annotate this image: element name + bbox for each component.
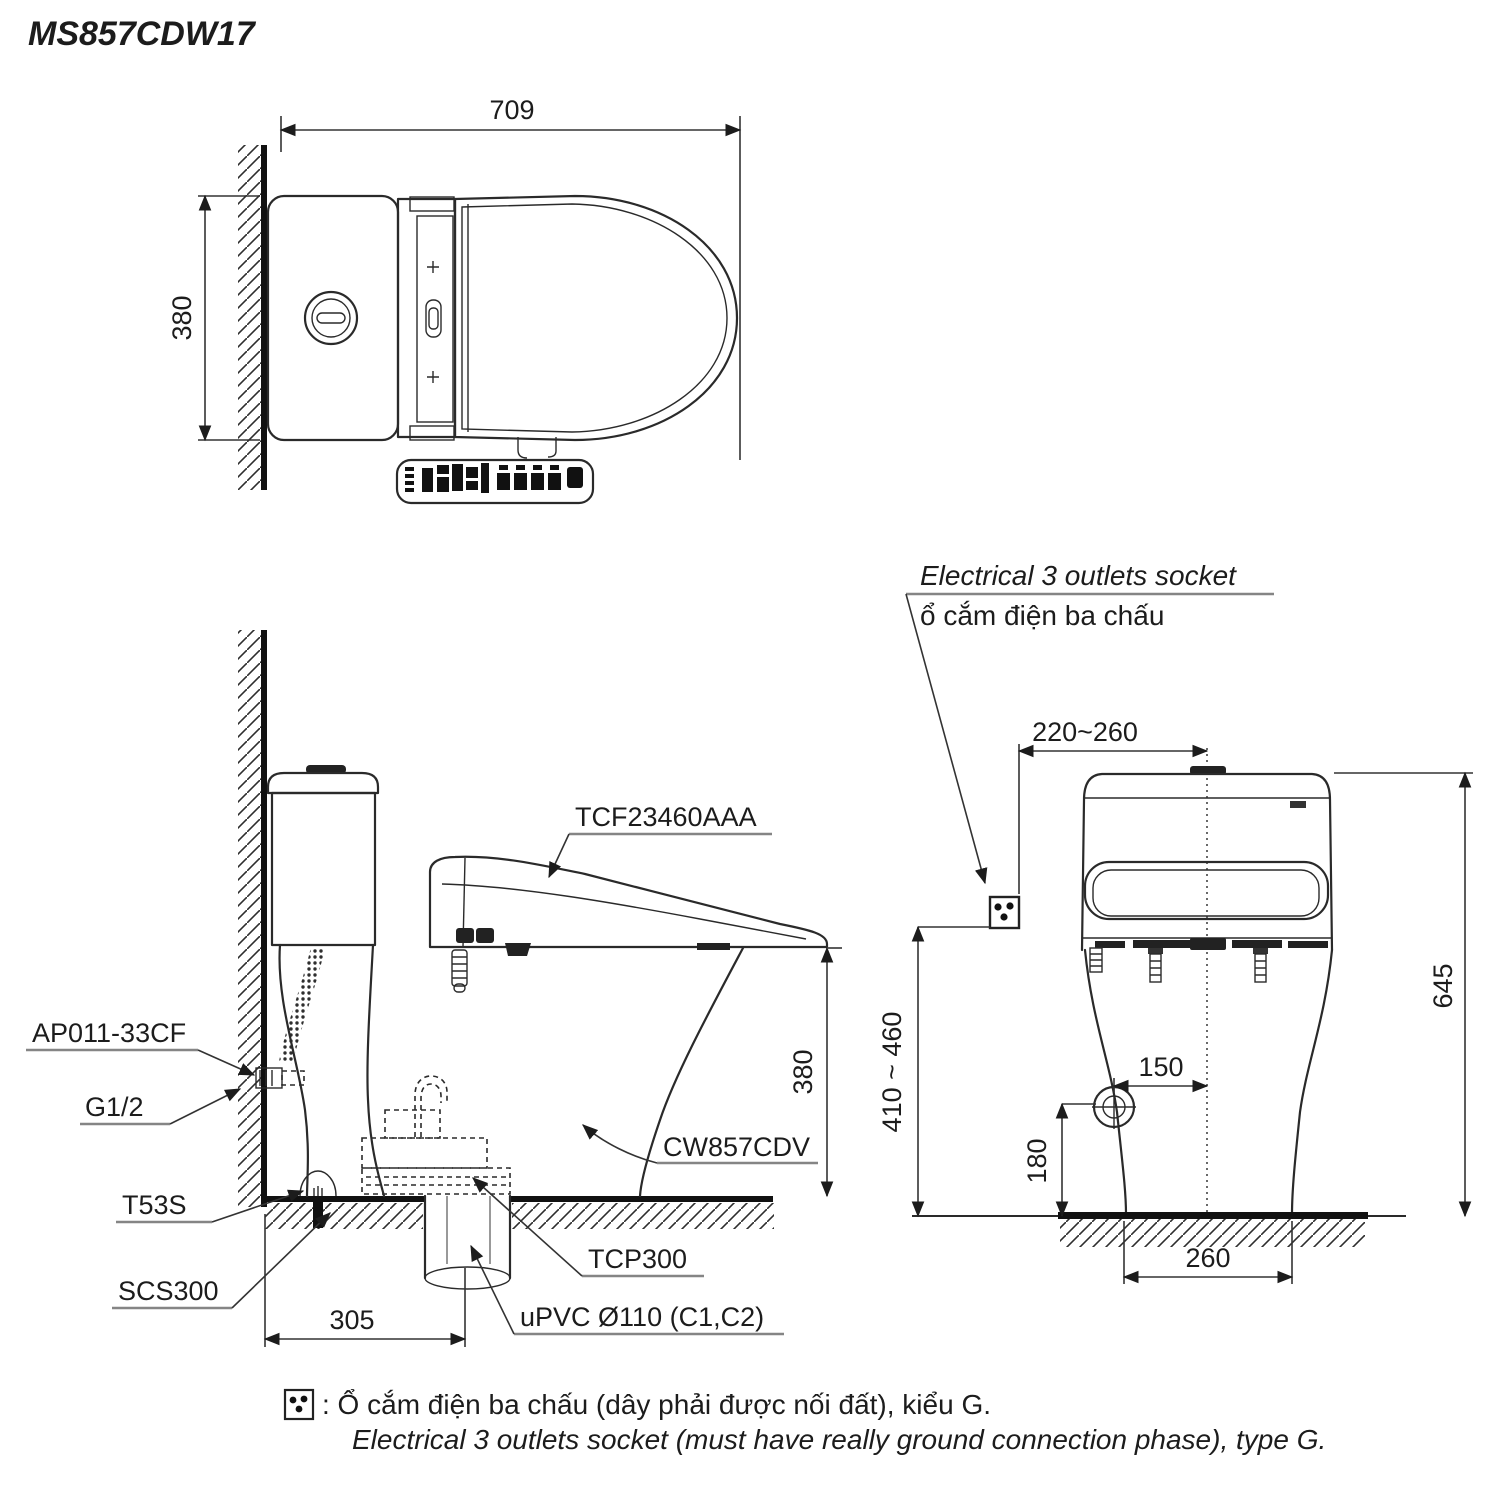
remote-buttons	[405, 463, 583, 493]
side-floor-hatch-right	[512, 1203, 774, 1229]
label-flush-kit-text: SCS300	[118, 1276, 219, 1306]
tank-side	[266, 765, 380, 947]
label-flush-kit: SCS300	[112, 1212, 331, 1310]
front-floor-thick	[1058, 1212, 1368, 1219]
footer-note-vi: : Ổ cắm điện ba chấu (dây phải được nối …	[322, 1389, 991, 1420]
top-view: 709 380	[167, 95, 742, 505]
footer-note-en: Electrical 3 outlets socket (must have r…	[352, 1424, 1326, 1455]
socket-callout-en: Electrical 3 outlets socket	[920, 560, 1237, 591]
footer-socket-icon	[283, 1388, 315, 1421]
top-dim-width: 709	[279, 95, 742, 460]
front-dim-total-height: 645	[1334, 771, 1473, 1218]
side-floor-hatch-left	[265, 1203, 423, 1229]
side-dim-outlet-offset-value: 305	[329, 1305, 374, 1335]
tank-button-side	[306, 765, 346, 774]
hinge-cross-top	[427, 261, 439, 273]
remote-control	[395, 437, 595, 505]
socket-callout-vi: ổ cắm điện ba chấu	[920, 600, 1164, 631]
side-dim-seat-height-value: 380	[788, 1049, 818, 1094]
socket-icon	[988, 895, 1021, 930]
page-title: MS857CDW17	[28, 15, 257, 53]
label-pipe-text: uPVC Ø110 (C1,C2)	[520, 1302, 764, 1332]
front-dim-socket-offset-value: 220~260	[1032, 717, 1138, 747]
upvc-pipe	[423, 1194, 512, 1290]
front-dim-inlet-offset: 150	[1112, 1052, 1209, 1093]
top-wall-hatch	[238, 145, 262, 490]
top-dim-width-value: 709	[489, 95, 534, 125]
label-connector-text: TCP300	[588, 1244, 687, 1274]
tank-button-front	[1190, 766, 1226, 775]
side-floor-right	[510, 1196, 773, 1202]
side-dim-outlet-offset: 305	[263, 1214, 467, 1347]
side-wall-line	[261, 630, 267, 1207]
side-floor-left	[262, 1196, 425, 1202]
top-dim-depth: 380	[167, 194, 260, 442]
front-dim-inlet-offset-value: 150	[1138, 1052, 1183, 1082]
front-view: Electrical 3 outlets socket ổ cắm điện b…	[877, 560, 1473, 1284]
front-dim-socket-height-value: 410 ~ 460	[877, 1012, 907, 1133]
hinge-cross-bottom	[427, 371, 439, 383]
label-seat: TCF23460AAA	[548, 802, 772, 879]
flush-button-plan	[303, 290, 359, 346]
side-wall-hatch	[238, 630, 262, 1207]
tank-front	[1080, 766, 1334, 952]
label-drain-socket-text: T53S	[122, 1190, 187, 1220]
label-bowl-text: CW857CDV	[663, 1132, 810, 1162]
front-dim-socket-offset: 220~260	[1017, 717, 1209, 894]
wall-valve	[255, 1067, 305, 1089]
fittings	[1089, 947, 1268, 983]
seat-front	[1083, 860, 1330, 921]
front-dim-base-width-value: 260	[1185, 1243, 1230, 1273]
front-dim-inlet-height: 180	[1022, 1102, 1096, 1218]
label-pipe: uPVC Ø110 (C1,C2)	[470, 1244, 784, 1336]
front-dim-base-width: 260	[1122, 1221, 1294, 1284]
flush-kit-dashed	[361, 1075, 511, 1195]
logo-mark	[1290, 801, 1306, 808]
label-seat-text: TCF23460AAA	[575, 802, 757, 832]
label-thread-text: G1/2	[85, 1092, 144, 1122]
spray-wand	[451, 949, 468, 993]
bidet-seat-side	[428, 855, 829, 993]
front-dim-total-height-value: 645	[1428, 963, 1458, 1008]
bowl-profile	[278, 943, 745, 1198]
footer-note: : Ổ cắm điện ba chấu (dây phải được nối …	[283, 1388, 1326, 1455]
side-view: 380 305 TCF23460AAA AP011-33CF G1/2 T53S	[26, 630, 842, 1347]
label-bowl: CW857CDV	[582, 1124, 818, 1165]
seat-hinge-plan	[396, 196, 457, 441]
label-thread: G1/2	[80, 1088, 242, 1126]
top-dim-depth-value: 380	[167, 295, 197, 340]
label-supply-valve: AP011-33CF	[26, 1018, 256, 1076]
supply-hose	[279, 946, 325, 1064]
label-connector: TCP300	[472, 1177, 704, 1278]
socket-callout: Electrical 3 outlets socket ổ cắm điện b…	[905, 560, 1274, 885]
seat-lid-plan	[453, 194, 739, 442]
seat-band-segments	[1095, 938, 1328, 950]
side-dim-seat-height: 380	[788, 946, 842, 1198]
front-floor-hatch	[1060, 1219, 1365, 1247]
hinge-slot	[425, 299, 442, 338]
pedestal	[1083, 948, 1334, 1216]
top-wall-line	[261, 145, 267, 490]
front-dim-socket-height: 410 ~ 460	[877, 925, 990, 1218]
tank-plan	[266, 194, 400, 442]
label-drain-socket: T53S	[116, 1189, 305, 1224]
label-supply-valve-text: AP011-33CF	[32, 1018, 186, 1048]
front-dim-inlet-height-value: 180	[1022, 1138, 1052, 1183]
